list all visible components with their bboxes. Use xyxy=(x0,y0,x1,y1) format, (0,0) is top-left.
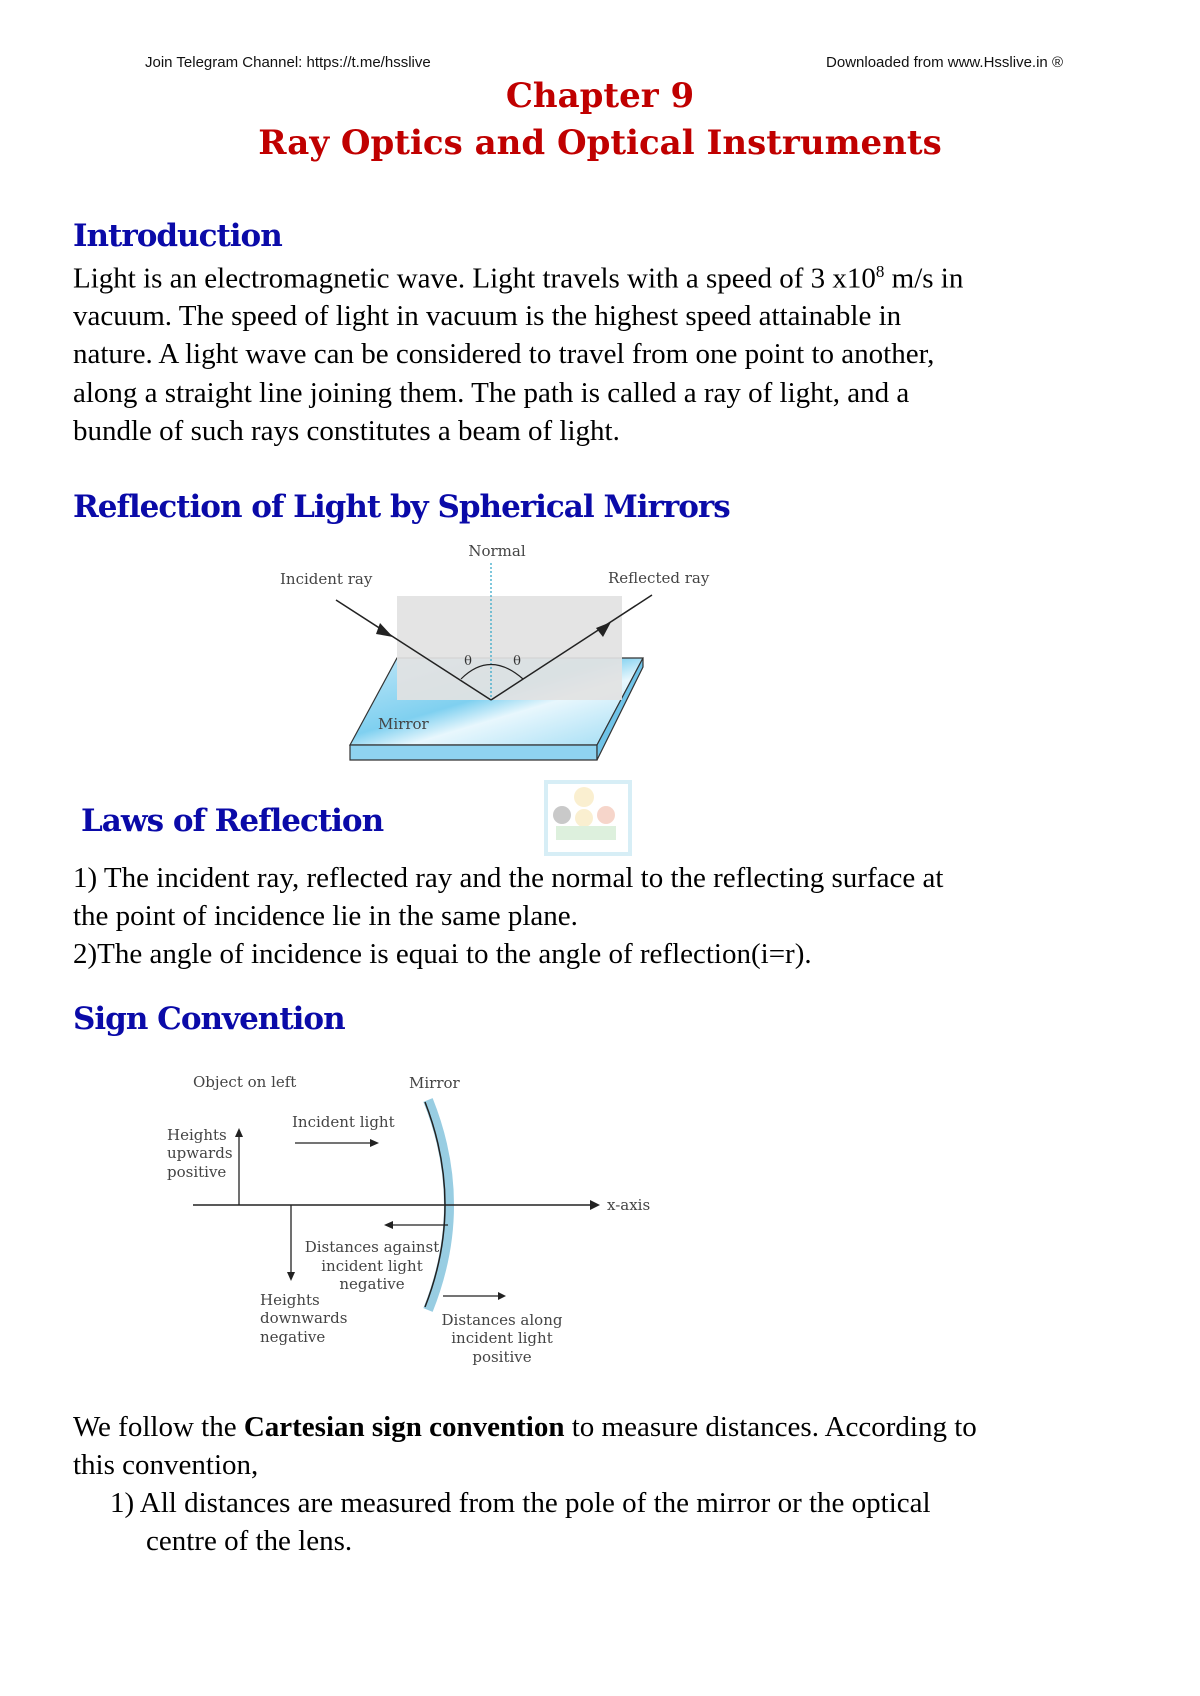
incident-ray xyxy=(335,599,492,701)
sign-para-line-2: this convention, xyxy=(73,1449,259,1481)
angle-arc xyxy=(460,664,524,680)
label-up: upwards xyxy=(167,1144,233,1162)
label-mirror: Mirror xyxy=(378,715,430,733)
intro-line-1: Light is an electromagnetic wave. Light … xyxy=(73,262,963,296)
incident-arrowhead xyxy=(376,623,393,637)
label-theta-i: θ xyxy=(464,654,472,669)
intro-line-3: nature. A light wave can be considered t… xyxy=(73,338,935,370)
rule-1-line-1: 1) All distances are measured from the p… xyxy=(110,1487,931,1519)
heading-introduction: Introduction xyxy=(73,218,283,254)
label-against: Distances against xyxy=(305,1238,440,1256)
sign-para-line-1: We follow the Cartesian sign convention … xyxy=(73,1411,977,1444)
heading-sign-convention: Sign Convention xyxy=(73,1001,346,1037)
label-object-on-left: Object on left xyxy=(193,1073,296,1091)
reflected-arrowhead xyxy=(596,622,611,637)
label-along: positive xyxy=(472,1348,531,1366)
heading-laws: Laws of Reflection xyxy=(81,803,384,839)
rule-1-line-2: centre of the lens. xyxy=(146,1525,353,1557)
chapter-title: Ray Optics and Optical Instruments xyxy=(258,123,942,163)
law-line-2: the point of incidence lie in the same p… xyxy=(73,900,578,932)
header-download-source: Downloaded from www.Hsslive.in ® xyxy=(826,54,1063,71)
label-against: negative xyxy=(339,1275,404,1293)
label-mirror: Mirror xyxy=(409,1074,461,1092)
label-down: Heights xyxy=(260,1291,320,1309)
chapter-number: Chapter 9 xyxy=(505,76,695,116)
para-text: We follow the xyxy=(73,1411,244,1443)
label-up: positive xyxy=(167,1163,226,1181)
cartesian-term: Cartesian sign convention xyxy=(243,1411,565,1443)
label-incident-light: Incident light xyxy=(292,1113,395,1131)
label-theta-r: θ xyxy=(513,654,521,669)
law-line-1: 1) The incident ray, reflected ray and t… xyxy=(73,862,944,894)
plane-of-incidence xyxy=(397,596,622,700)
intro-text: Light is an electromagnetic wave. Light … xyxy=(73,262,876,295)
para-text: to measure distances. According to xyxy=(564,1411,977,1443)
label-normal: Normal xyxy=(468,542,525,560)
law-line-3: 2)The angle of incidence is equai to the… xyxy=(73,938,812,970)
intro-line-5: bundle of such rays constitutes a beam o… xyxy=(73,415,620,447)
intro-text: m/s in xyxy=(884,262,964,295)
label-incident-ray: Incident ray xyxy=(280,570,373,588)
label-reflected-ray: Reflected ray xyxy=(608,569,710,587)
label-along: incident light xyxy=(451,1329,552,1347)
intro-line-2: vacuum. The speed of light in vacuum is … xyxy=(73,300,902,332)
label-against: incident light xyxy=(321,1257,422,1275)
label-up: Heights xyxy=(167,1126,227,1144)
header-telegram-link[interactable]: Join Telegram Channel: https://t.me/hssl… xyxy=(145,54,431,71)
intro-line-4: along a straight line joining them. The … xyxy=(73,377,910,409)
label-x-axis: x-axis xyxy=(607,1196,650,1214)
heading-reflection: Reflection of Light by Spherical Mirrors xyxy=(73,489,731,525)
reflected-ray xyxy=(490,594,653,701)
label-down: downwards xyxy=(260,1309,347,1327)
watermark-logo xyxy=(544,780,632,856)
label-along: Distances along xyxy=(442,1311,563,1329)
exponent: 8 xyxy=(875,262,885,281)
label-down: negative xyxy=(260,1328,325,1346)
sign-convention-diagram: Object on left Mirror Incident light Hei… xyxy=(167,1073,650,1366)
